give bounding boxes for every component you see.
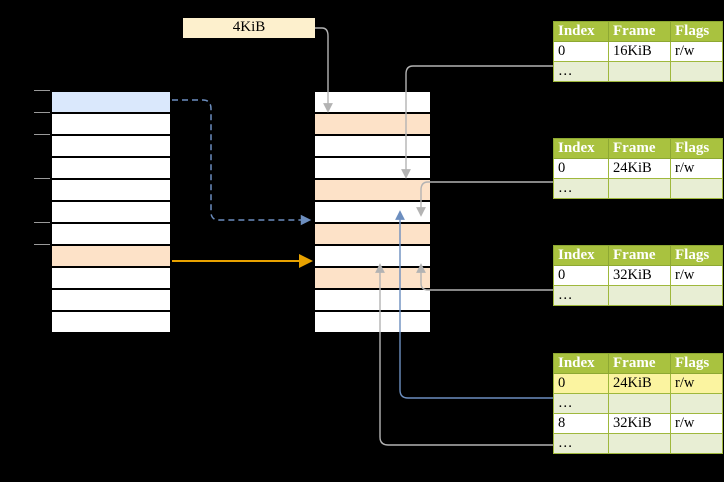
memory-row bbox=[314, 267, 431, 289]
column-header-index: Index bbox=[553, 138, 609, 159]
cell-flags: r/w bbox=[670, 373, 723, 394]
column-header-index: Index bbox=[553, 245, 609, 266]
cell-frame bbox=[608, 178, 671, 199]
cell-index: … bbox=[553, 285, 609, 306]
cell-flags bbox=[670, 178, 723, 199]
cell-frame: 32KiB bbox=[608, 265, 671, 286]
cell-index: 0 bbox=[553, 373, 609, 394]
cell-frame bbox=[608, 433, 671, 454]
cell-frame bbox=[608, 61, 671, 82]
memory-row bbox=[314, 157, 431, 179]
label-4kib: 4KiB bbox=[183, 18, 315, 38]
cell-flags: r/w bbox=[670, 265, 723, 286]
column-header-frame: Frame bbox=[608, 138, 671, 159]
memory-row bbox=[314, 201, 431, 223]
memory-row bbox=[314, 245, 431, 267]
cell-flags bbox=[670, 433, 723, 454]
memory-row bbox=[51, 113, 171, 135]
page-directory-table bbox=[50, 90, 172, 334]
memory-row bbox=[51, 289, 171, 311]
tick-mark bbox=[34, 244, 50, 245]
memory-row bbox=[314, 91, 431, 113]
column-header-index: Index bbox=[553, 21, 609, 42]
cell-frame: 24KiB bbox=[608, 373, 671, 394]
cell-index: … bbox=[553, 433, 609, 454]
memory-row bbox=[51, 157, 171, 179]
memory-row bbox=[51, 91, 171, 113]
cell-index: 0 bbox=[553, 265, 609, 286]
table-row: … bbox=[553, 433, 723, 454]
table-row: … bbox=[553, 178, 723, 199]
column-header-frame: Frame bbox=[608, 21, 671, 42]
tick-mark bbox=[34, 134, 50, 135]
memory-row bbox=[314, 311, 431, 333]
memory-row bbox=[314, 289, 431, 311]
memory-row bbox=[51, 311, 171, 333]
memory-row bbox=[314, 179, 431, 201]
table-row: … bbox=[553, 61, 723, 82]
column-header-flags: Flags bbox=[670, 245, 723, 266]
cell-flags: r/w bbox=[670, 413, 723, 434]
cell-frame bbox=[608, 393, 671, 414]
cell-index: 8 bbox=[553, 413, 609, 434]
table-row: … bbox=[553, 393, 723, 414]
memory-row bbox=[51, 179, 171, 201]
memory-row bbox=[314, 113, 431, 135]
memory-row bbox=[51, 201, 171, 223]
memory-row bbox=[314, 223, 431, 245]
cell-index: 0 bbox=[553, 158, 609, 179]
cell-flags bbox=[670, 393, 723, 414]
column-header-index: Index bbox=[553, 353, 609, 374]
wire-frametable3-to-pagetable bbox=[416, 263, 553, 291]
column-header-flags: Flags bbox=[670, 21, 723, 42]
cell-frame: 16KiB bbox=[608, 41, 671, 62]
cell-flags bbox=[670, 285, 723, 306]
table-row: … bbox=[553, 285, 723, 306]
column-header-frame: Frame bbox=[608, 353, 671, 374]
memory-row bbox=[51, 245, 171, 267]
cell-index: 0 bbox=[553, 41, 609, 62]
cell-index: … bbox=[553, 393, 609, 414]
tick-mark bbox=[34, 90, 50, 91]
wire-blue-dashed-directory-to-pagetable bbox=[172, 99, 312, 226]
cell-frame bbox=[608, 285, 671, 306]
memory-row bbox=[51, 223, 171, 245]
cell-index: … bbox=[553, 178, 609, 199]
cell-index: … bbox=[553, 61, 609, 82]
cell-flags bbox=[670, 61, 723, 82]
column-header-flags: Flags bbox=[670, 138, 723, 159]
cell-flags: r/w bbox=[670, 41, 723, 62]
column-header-frame: Frame bbox=[608, 245, 671, 266]
memory-row bbox=[51, 135, 171, 157]
cell-frame: 24KiB bbox=[608, 158, 671, 179]
memory-row bbox=[314, 135, 431, 157]
column-header-flags: Flags bbox=[670, 353, 723, 374]
tick-mark bbox=[34, 222, 50, 223]
cell-frame: 32KiB bbox=[608, 413, 671, 434]
wire-frametable2-to-pagetable bbox=[416, 181, 553, 217]
tick-mark bbox=[34, 112, 50, 113]
page-table bbox=[313, 90, 432, 334]
cell-flags: r/w bbox=[670, 158, 723, 179]
memory-row bbox=[51, 267, 171, 289]
tick-mark bbox=[34, 178, 50, 179]
